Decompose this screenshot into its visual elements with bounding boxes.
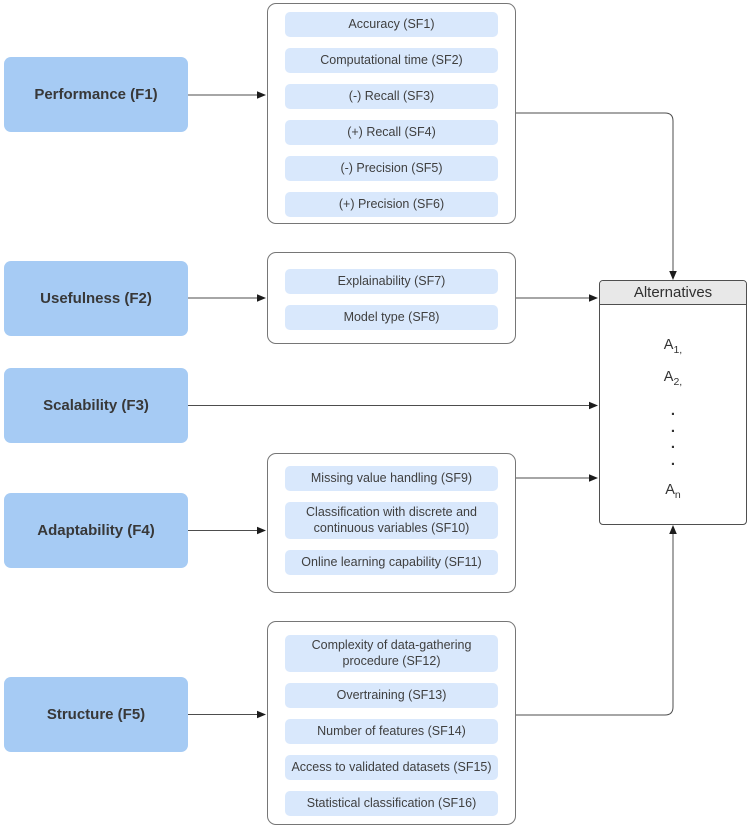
ellipsis-dot: .	[670, 419, 676, 436]
subfactor-pill-sf1: Accuracy (SF1)	[285, 12, 498, 37]
factor-box-adaptability: Adaptability (F4)	[4, 493, 188, 568]
alternative-a1-base: A	[663, 337, 674, 353]
alternatives-box: Alternatives A1, A2, . . . . An	[599, 280, 747, 525]
subfactor-pill-sf12: Complexity of data-gathering procedure (…	[285, 635, 498, 672]
subfactor-pill-sf4: (+) Recall (SF4)	[285, 120, 498, 145]
subfactor-pill-sf5: (-) Precision (SF5)	[285, 156, 498, 181]
arrowhead-icon	[257, 91, 266, 99]
subfactor-group-performance: Accuracy (SF1) Computational time (SF2) …	[267, 3, 516, 224]
factor-box-usefulness: Usefulness (F2)	[4, 261, 188, 336]
alternative-an-subscript: n	[674, 488, 681, 501]
arrowhead-icon	[589, 294, 598, 302]
subfactor-pill-sf3: (-) Recall (SF3)	[285, 84, 498, 109]
alternative-an: An	[600, 481, 746, 501]
alternative-a2: A2,	[600, 368, 746, 388]
subfactor-pill-sf15: Access to validated datasets (SF15)	[285, 754, 498, 780]
subfactor-group-usefulness: Explainability (SF7) Model type (SF8)	[267, 252, 516, 344]
factor-box-scalability: Scalability (F3)	[4, 368, 188, 443]
ellipsis-dot: .	[670, 435, 676, 452]
alternatives-header: Alternatives	[600, 281, 746, 305]
arrowhead-icon	[669, 271, 677, 280]
subfactor-pill-sf9: Missing value handling (SF9)	[285, 466, 498, 491]
subfactor-pill-sf11: Online learning capability (SF11)	[285, 549, 498, 575]
subfactor-pill-sf6: (+) Precision (SF6)	[285, 192, 498, 217]
factor-box-structure: Structure (F5)	[4, 677, 188, 752]
arrowhead-icon	[257, 710, 266, 719]
arrowhead-icon	[589, 401, 598, 410]
alternative-a2-base: A	[663, 369, 674, 385]
alternative-a2-subscript: 2,	[673, 375, 683, 388]
subfactor-group-structure: Complexity of data-gathering procedure (…	[267, 621, 516, 825]
ellipsis-dot: .	[670, 452, 676, 469]
subfactor-pill-sf14: Number of features (SF14)	[285, 718, 498, 744]
subfactor-pill-sf2: Computational time (SF2)	[285, 48, 498, 73]
arrowhead-icon	[589, 474, 598, 482]
subfactor-pill-sf8: Model type (SF8)	[285, 305, 498, 330]
alternative-a1: A1,	[600, 336, 746, 356]
connector-group4-to-alternatives	[516, 534, 674, 716]
subfactor-group-adaptability: Missing value handling (SF9) Classificat…	[267, 453, 516, 593]
subfactor-pill-sf16: Statistical classification (SF16)	[285, 790, 498, 816]
subfactor-pill-sf10: Classification with discrete and continu…	[285, 502, 498, 539]
connector-group1-to-alternatives	[516, 112, 674, 271]
arrowhead-icon	[257, 526, 266, 535]
factor-box-performance: Performance (F1)	[4, 57, 188, 132]
subfactor-pill-sf7: Explainability (SF7)	[285, 269, 498, 294]
alternative-a1-subscript: 1,	[673, 343, 683, 356]
arrowhead-icon	[669, 525, 677, 534]
alternative-an-base: A	[665, 482, 675, 498]
arrowhead-icon	[257, 294, 266, 302]
subfactor-pill-sf13: Overtraining (SF13)	[285, 682, 498, 708]
ellipsis-dot: .	[670, 402, 676, 419]
